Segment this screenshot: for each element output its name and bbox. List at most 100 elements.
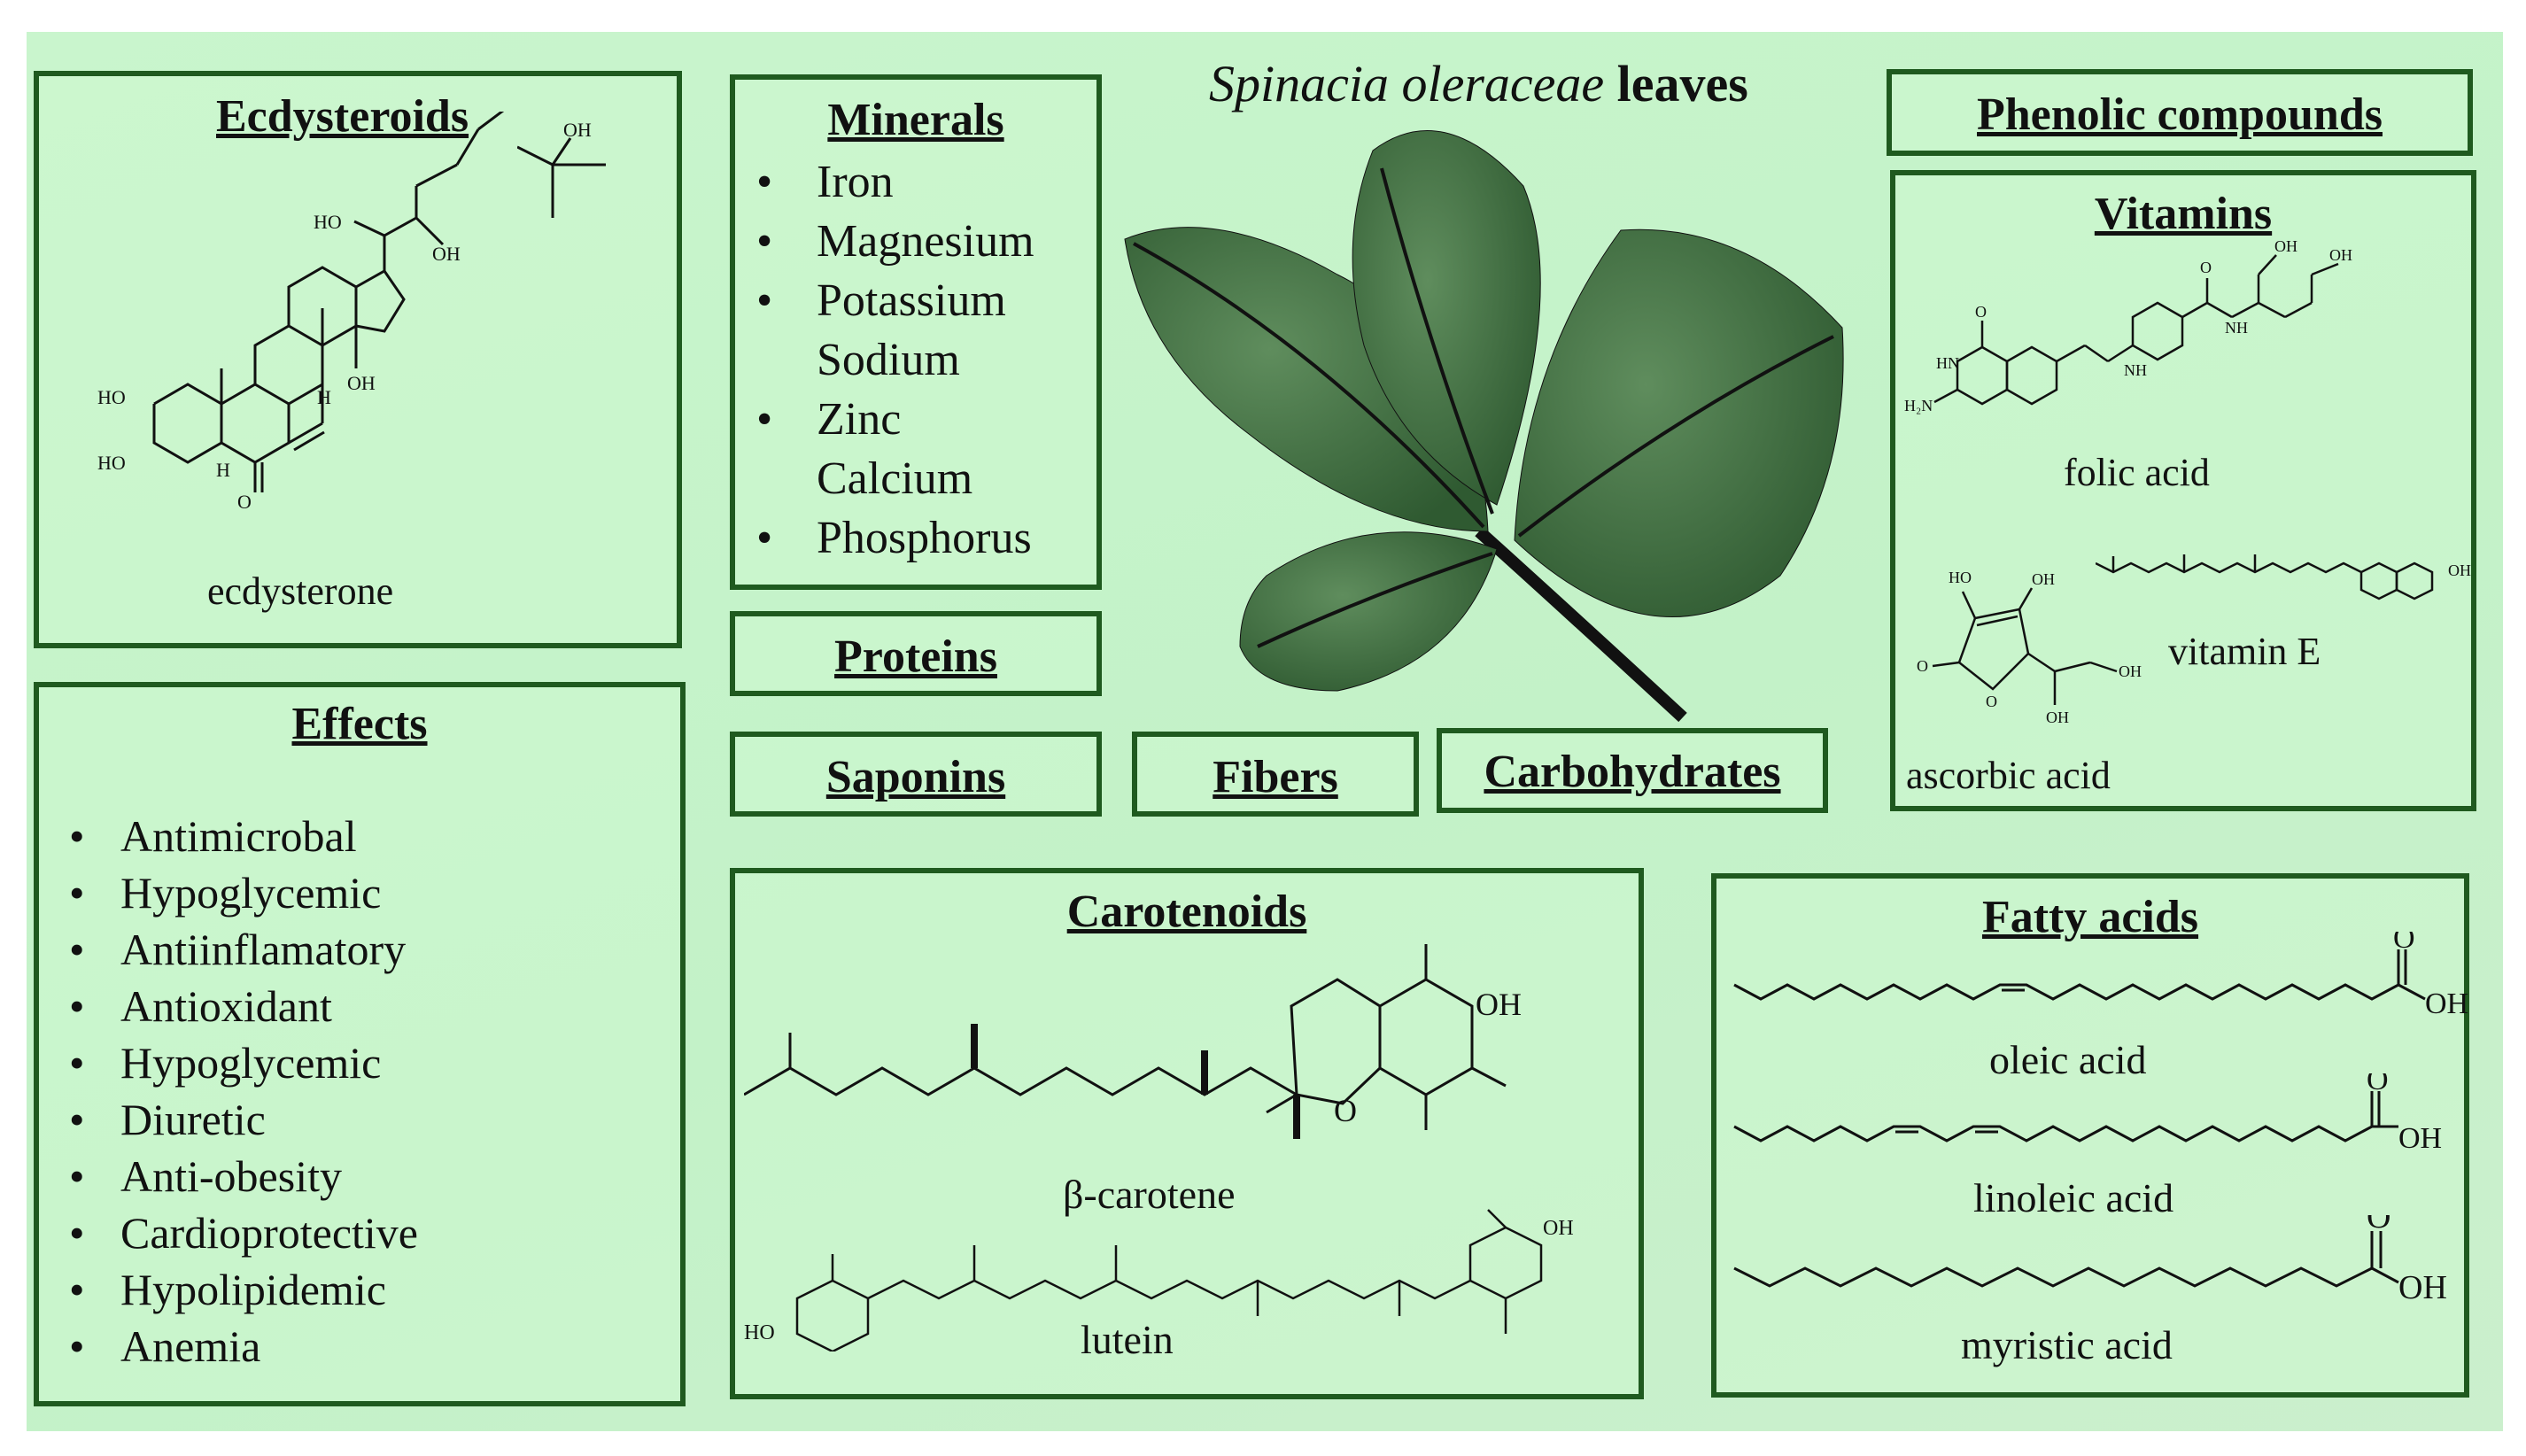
saponins-box: Saponins [730, 732, 1102, 817]
svg-text:HN: HN [1936, 354, 1959, 372]
vitamin-e-label: vitamin E [2168, 630, 2321, 673]
svg-text:O: O [2200, 259, 2212, 276]
ecdysteroids-box: Ecdysteroids [34, 71, 682, 648]
saponins-title: Saponins [825, 752, 1006, 802]
spinach-leaves-image [1124, 130, 1844, 723]
folic-acid-label: folic acid [2064, 451, 2210, 494]
title-suffix: leaves [1604, 55, 1748, 112]
lutein-structure: HO OH [744, 1209, 1574, 1351]
svg-text:HO: HO [744, 1321, 775, 1344]
phenolic-box: Phenolic compounds [1887, 69, 2473, 156]
ecdysteroids-title: Ecdysteroids [216, 91, 469, 142]
oleic-acid-structure: O OH [1733, 932, 2468, 1020]
svg-text:O: O [1975, 303, 1987, 321]
mineral-item: Zinc [744, 390, 1034, 449]
svg-text:O: O [1917, 657, 1928, 675]
effect-item: Cardioprotective [57, 1204, 418, 1261]
proteins-box: Proteins [730, 611, 1102, 696]
svg-text:NH: NH [2225, 319, 2248, 337]
phenolic-title: Phenolic compounds [1977, 89, 2383, 140]
effect-item: Hypolipidemic [57, 1261, 418, 1318]
leaf-left [1124, 227, 1489, 532]
svg-text:HO: HO [97, 452, 126, 474]
svg-text:OH: OH [432, 243, 461, 265]
carbohydrates-box: Carbohydrates [1437, 728, 1828, 813]
ascorbic-acid-label: ascorbic acid [1906, 754, 2111, 797]
myristic-acid-label: myristic acid [1961, 1322, 2173, 1367]
proteins-title: Proteins [834, 631, 997, 682]
svg-text:HO: HO [314, 211, 342, 233]
svg-text:H₂N: H₂N [1904, 397, 1933, 414]
minerals-list: Iron Magnesium Potassium Sodium Zinc Cal… [744, 152, 1034, 568]
mineral-item: Calcium [817, 453, 973, 504]
effect-item: Anti-obesity [57, 1148, 418, 1204]
svg-text:OH: OH [2425, 987, 2468, 1020]
ascorbic-acid-structure: HO OH O O OH OH [1917, 569, 2142, 726]
effect-item: Anemia [57, 1318, 418, 1375]
svg-text:OH: OH [2398, 1122, 2442, 1155]
effect-item: Hypoglycemic [57, 1034, 418, 1091]
ecdysterone-label: ecdysterone [207, 569, 394, 613]
svg-text:OH: OH [347, 372, 376, 394]
svg-text:O: O [2367, 1215, 2390, 1235]
mineral-item: Magnesium [744, 212, 1034, 271]
linoleic-acid-label: linoleic acid [1973, 1175, 2174, 1220]
myristic-acid-structure: O OH [1733, 1215, 2447, 1306]
svg-text:OH: OH [1476, 987, 1522, 1022]
svg-text:OH: OH [563, 119, 592, 141]
effects-list: Antimicrobal Hypoglycemic Antiinflamator… [57, 808, 418, 1375]
svg-text:O: O [2393, 932, 2415, 955]
minerals-box: Minerals Iron Magnesium Potassium Sodium… [730, 74, 1102, 590]
minerals-title: Minerals [827, 95, 1004, 145]
svg-text:OH: OH [2046, 709, 2069, 726]
fatty-acids-box: Fatty acids O OH oleic acid O OH [1711, 873, 2469, 1398]
beta-carotene-label: β-carotene [1063, 1172, 1236, 1217]
vitamins-title: Vitamins [2094, 189, 2273, 239]
mineral-item: Sodium [817, 335, 960, 385]
svg-text:OH: OH [2274, 237, 2297, 255]
effect-item: Antimicrobal [57, 808, 418, 864]
ecdysterone-sidechain-tip: OH [517, 119, 606, 218]
mineral-item: Iron [744, 152, 1034, 212]
mineral-item: Potassium [744, 271, 1034, 330]
oleic-acid-label: oleic acid [1989, 1037, 2147, 1082]
carbohydrates-title: Carbohydrates [1484, 747, 1781, 797]
fatty-acids-title: Fatty acids [1981, 892, 2199, 942]
carotenoids-box: Carotenoids OH O β-carotene [730, 868, 1644, 1399]
leaf-top [1352, 130, 1541, 506]
effects-title: Effects [291, 699, 428, 749]
leaf-bottom [1239, 531, 1498, 692]
svg-text:H: H [216, 459, 230, 481]
svg-text:OH: OH [2398, 1269, 2447, 1306]
effect-item: Hypoglycemic [57, 864, 418, 921]
svg-text:NH: NH [2124, 361, 2147, 379]
ecdysterone-structure: HO HO O H H OH HO OH [97, 112, 505, 513]
linoleic-acid-structure: O OH [1733, 1073, 2442, 1155]
effect-item: Antioxidant [57, 978, 418, 1034]
diagram-title: Spinacia oleraceae leaves [1209, 58, 1748, 110]
svg-text:OH: OH [2032, 570, 2055, 588]
svg-text:HO: HO [1949, 569, 1972, 586]
vitamins-box: Vitamins O [1890, 170, 2476, 811]
svg-text:O: O [1986, 693, 1997, 710]
lutein-label: lutein [1081, 1317, 1174, 1362]
species-name: Spinacia oleraceae [1209, 55, 1605, 112]
vitamin-e-structure: OH [2096, 554, 2471, 600]
svg-text:O: O [1334, 1093, 1357, 1128]
svg-text:HO: HO [97, 386, 126, 408]
svg-text:OH: OH [2329, 246, 2352, 264]
svg-text:OH: OH [2448, 561, 2471, 579]
fibers-title: Fibers [1213, 752, 1338, 802]
svg-text:OH: OH [2119, 662, 2142, 680]
effect-item: Diuretic [57, 1091, 418, 1148]
svg-text:H: H [317, 386, 331, 408]
fibers-box: Fibers [1132, 732, 1419, 817]
mineral-item: Phosphorus [744, 508, 1034, 568]
svg-text:O: O [2367, 1073, 2389, 1096]
effect-item: Antiinflamatory [57, 921, 418, 978]
folic-acid-structure: O HN H₂N NH O NH OH OH [1904, 237, 2352, 414]
svg-text:OH: OH [1543, 1217, 1574, 1240]
carotenoids-title: Carotenoids [1066, 887, 1307, 937]
effects-box: Effects Antimicrobal Hypoglycemic Antiin… [34, 682, 686, 1406]
